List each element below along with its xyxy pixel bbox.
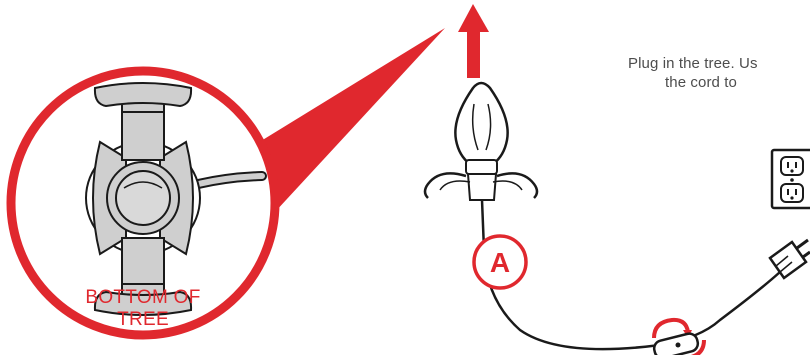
callout-pointer (230, 28, 445, 226)
bottom-of-tree-label-line-2: TREE (117, 309, 169, 330)
instruction-line-1: Plug in the tree. Us (628, 55, 758, 72)
bottom-detail-circle (6, 66, 280, 340)
outlet-icon (770, 148, 810, 210)
instruction-line-2: the cord to (665, 74, 737, 91)
bulb-icon (423, 81, 539, 201)
power-cord (480, 199, 781, 351)
marker-a-letter: A (489, 247, 511, 278)
bottom-of-tree-label-line-1: BOTTOM OF (85, 287, 201, 308)
plug-icon (768, 238, 810, 280)
up-arrow-icon (458, 4, 489, 78)
marker-a-circle (472, 234, 528, 290)
cord-switch (652, 332, 700, 355)
